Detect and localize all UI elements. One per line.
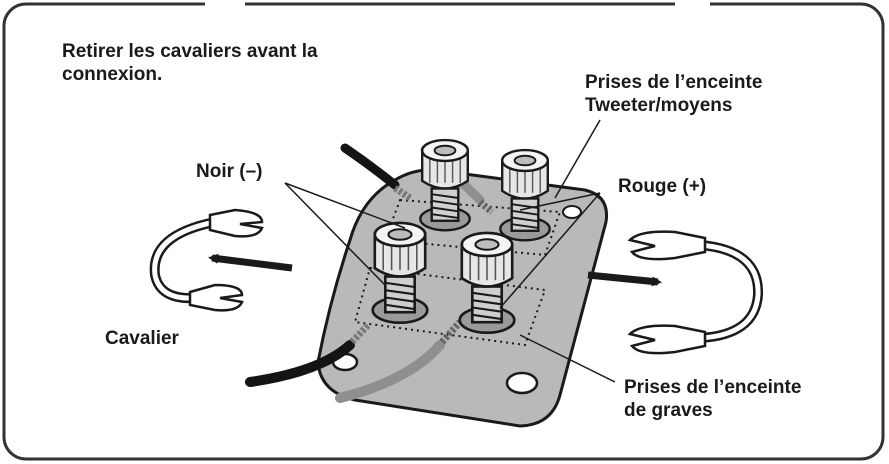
jumper-left: [149, 208, 264, 312]
binding-post: [499, 148, 551, 242]
jumper-right: [627, 230, 764, 355]
woofer-label-line-1: Prises de l’enceinte: [624, 377, 802, 398]
woofer-label-line-2: de graves: [624, 400, 713, 421]
tweeter-label-line-1: Prises de l’enceinte: [585, 72, 763, 93]
cavalier-label: Cavalier: [105, 328, 179, 349]
instruction-text: Retirer les cavaliers avant la connexion…: [62, 40, 318, 86]
leader-lines: [284, 119, 616, 383]
mounting-hole: [562, 205, 582, 219]
bottom-wires: [245, 319, 463, 403]
noir-label: Noir (–): [196, 161, 263, 182]
binding-post: [458, 231, 516, 335]
instruction-line-1: Retirer les cavaliers avant la: [62, 41, 318, 62]
instruction-line-2: connexion.: [62, 64, 163, 85]
tweeter-terminals-label: Prises de l’enceinte Tweeter/moyens: [585, 71, 762, 117]
arrow-right: [587, 271, 662, 287]
tweeter-label-line-2: Tweeter/moyens: [585, 95, 733, 116]
binding-post: [419, 138, 471, 232]
rouge-label: Rouge (+): [618, 176, 707, 197]
woofer-terminals-label: Prises de l’enceinte de graves: [624, 376, 801, 422]
binding-posts: [371, 138, 551, 335]
mounting-hole: [505, 371, 539, 395]
arrow-left: [208, 253, 293, 272]
binding-post: [371, 221, 429, 325]
